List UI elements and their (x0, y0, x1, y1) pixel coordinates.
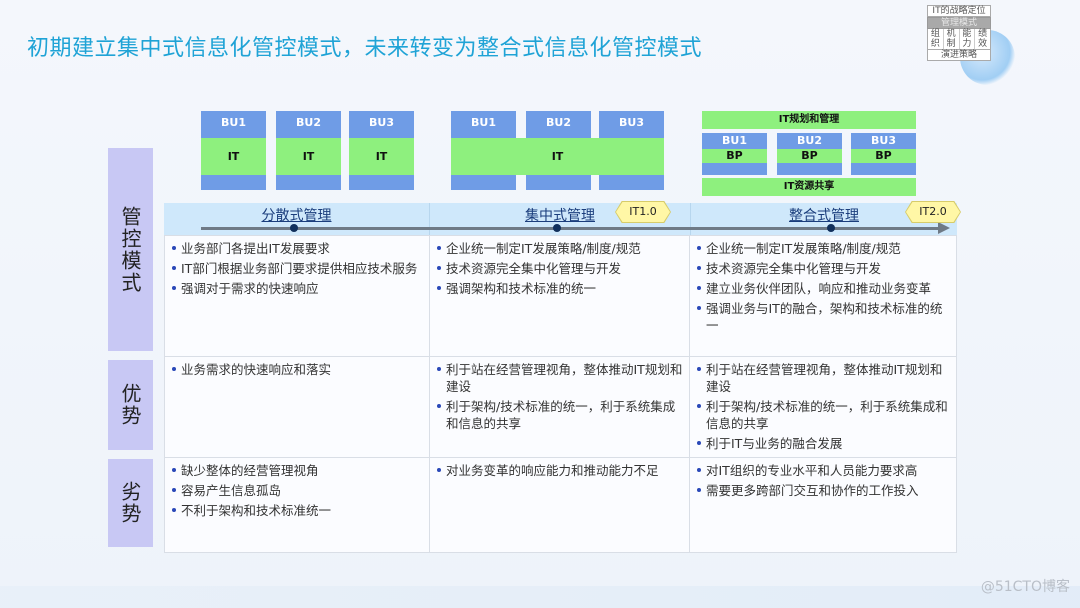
bu-label: BU2 (797, 134, 822, 147)
timeline-arrowhead (938, 222, 950, 234)
list-item: 对IT组织的专业水平和人员能力要求高 (696, 462, 950, 479)
column-header-integrated: 整合式管理 (789, 208, 859, 224)
cell-advantage-decentralized: 业务需求的快速响应和落实 (164, 356, 430, 458)
list-item: 技术资源完全集中化管理与开发 (696, 260, 950, 277)
timeline-arrow (201, 227, 941, 230)
row-label-control-mode: 管控模式 (108, 148, 153, 351)
mini-cell: 绩效 (978, 29, 988, 49)
bp-box: BP (702, 149, 767, 163)
bu-label: BU1 (722, 134, 747, 147)
list-item: 强调架构和技术标准的统一 (436, 280, 683, 297)
cell-control-centralized: 企业统一制定IT发展策略/制度/规范 技术资源完全集中化管理与开发 强调架构和技… (429, 235, 690, 357)
list-item: 业务需求的快速响应和落实 (171, 361, 423, 378)
list-item: IT部门根据业务部门要求提供相应技术服务 (171, 260, 423, 277)
column-header-centralized: 集中式管理 (525, 208, 595, 224)
it-planning-bar: IT规划和管理 (702, 111, 916, 129)
row-label-advantages: 优势 (108, 360, 153, 450)
it-box: IT (349, 138, 414, 175)
list-item: 不利于架构和技术标准统一 (171, 502, 423, 519)
mini-cell: 能力 (960, 29, 976, 49)
tag-it2: IT2.0 (906, 202, 960, 222)
page-title: 初期建立集中式信息化管控模式，未来转变为整合式信息化管控模式 (27, 36, 703, 61)
list-item: 需要更多跨部门交互和协作的工作投入 (696, 482, 950, 499)
timeline-dot (553, 224, 561, 232)
it-resource-bar: IT资源共享 (702, 178, 916, 196)
cell-control-decentralized: 业务部门各提出IT发展要求 IT部门根据业务部门要求提供相应技术服务 强调对于需… (164, 235, 430, 357)
timeline-dot (290, 224, 298, 232)
mini-cell: 组织 (928, 29, 944, 49)
cell-control-integrated: 企业统一制定IT发展策略/制度/规范 技术资源完全集中化管理与开发 建立业务伙伴… (689, 235, 957, 357)
bu-label: BU1 (471, 116, 496, 129)
list-item: 强调对于需求的快速响应 (171, 280, 423, 297)
mini-cell: 机制 (944, 29, 960, 49)
mini-bottom: 演进策略 (927, 49, 991, 61)
mini-middle: 管理模式 (927, 17, 991, 29)
mini-top: IT的战略定位 (927, 5, 991, 17)
list-item: 对业务变革的响应能力和推动能力不足 (436, 462, 683, 479)
bu-label: BU1 (221, 116, 246, 129)
cell-disadvantage-integrated: 对IT组织的专业水平和人员能力要求高 需要更多跨部门交互和协作的工作投入 (689, 457, 957, 553)
list-item: 利于站在经营管理视角，整体推动IT规划和建设 (696, 361, 950, 395)
list-item: 企业统一制定IT发展策略/制度/规范 (436, 240, 683, 257)
list-item: 利于站在经营管理视角，整体推动IT规划和建设 (436, 361, 683, 395)
bu-label: BU2 (296, 116, 321, 129)
list-item: 业务部门各提出IT发展要求 (171, 240, 423, 257)
strategy-mini-diagram: IT的战略定位 管理模式 组织 机制 能力 绩效 演进策略 (927, 5, 991, 61)
timeline-dot (827, 224, 835, 232)
cell-advantage-integrated: 利于站在经营管理视角，整体推动IT规划和建设 利于架构/技术标准的统一，利于系统… (689, 356, 957, 458)
header-divider (429, 203, 430, 235)
watermark: @51CTO博客 (980, 579, 1070, 595)
list-item: 企业统一制定IT发展策略/制度/规范 (696, 240, 950, 257)
cell-disadvantage-centralized: 对业务变革的响应能力和推动能力不足 (429, 457, 690, 553)
cell-advantage-centralized: 利于站在经营管理视角，整体推动IT规划和建设 利于架构/技术标准的统一，利于系统… (429, 356, 690, 458)
bu-label: BU3 (369, 116, 394, 129)
list-item: 缺少整体的经营管理视角 (171, 462, 423, 479)
header-divider (690, 203, 691, 235)
bp-box: BP (777, 149, 842, 163)
list-item: 强调业务与IT的融合，架构和技术标准的统一 (696, 300, 950, 334)
list-item: 利于IT与业务的融合发展 (696, 435, 950, 452)
it-box: IT (201, 138, 266, 175)
column-header-decentralized: 分散式管理 (261, 208, 332, 224)
list-item: 建立业务伙伴团队，响应和推动业务变革 (696, 280, 950, 297)
bu-label: BU3 (619, 116, 644, 129)
footer-band (0, 586, 1080, 608)
tag-it1: IT1.0 (616, 202, 670, 222)
it-shared-box: IT (451, 138, 664, 175)
bu-label: BU3 (871, 134, 896, 147)
bp-box: BP (851, 149, 916, 163)
it-box: IT (276, 138, 341, 175)
row-label-disadvantages: 劣势 (108, 459, 153, 547)
list-item: 利于架构/技术标准的统一，利于系统集成和信息的共享 (696, 398, 950, 432)
bu-label: BU2 (546, 116, 571, 129)
column-header-bar: 分散式管理 集中式管理 整合式管理 (164, 203, 957, 235)
list-item: 技术资源完全集中化管理与开发 (436, 260, 683, 277)
list-item: 利于架构/技术标准的统一，利于系统集成和信息的共享 (436, 398, 683, 432)
cell-disadvantage-decentralized: 缺少整体的经营管理视角 容易产生信息孤岛 不利于架构和技术标准统一 (164, 457, 430, 553)
mini-cells: 组织 机制 能力 绩效 (927, 29, 991, 49)
list-item: 容易产生信息孤岛 (171, 482, 423, 499)
